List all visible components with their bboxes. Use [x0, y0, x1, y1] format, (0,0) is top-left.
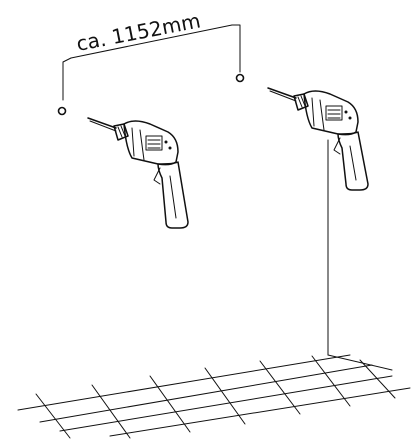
- dimension-line: ca. 1152mm: [62, 8, 241, 101]
- dimension-label: ca. 1152mm: [74, 8, 202, 56]
- floor-grid: [17, 354, 411, 439]
- right-hole-marker-icon: [235, 73, 245, 83]
- right-extension-line: [231, 24, 241, 73]
- left-extension-line: [62, 57, 72, 101]
- left-hole-marker-icon: [57, 106, 67, 116]
- left-drill-icon: [87, 117, 189, 229]
- dimension-baseline: [70, 24, 233, 59]
- right-drill-icon: [267, 87, 369, 191]
